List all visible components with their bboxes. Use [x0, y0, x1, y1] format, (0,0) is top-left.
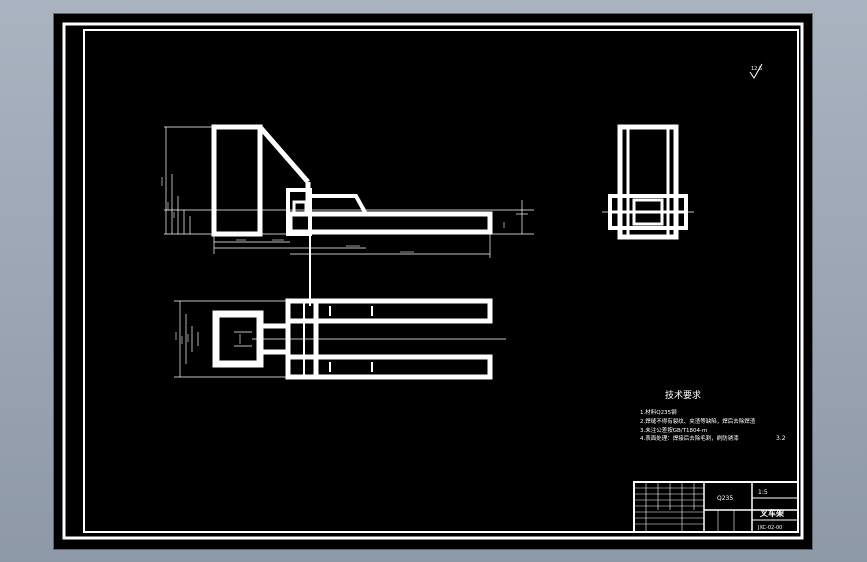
tech-req-item-2: 2.焊缝不得有裂纹、夹渣等缺陷，焊后去除焊渣 [640, 417, 756, 425]
title-block-drawing-number: JXC-02-00 [757, 525, 782, 531]
title-block-material: Q235 [717, 495, 733, 502]
tech-req-item-1: 1.材料Q235钢 [640, 408, 677, 416]
drawing-viewport[interactable]: 12.5 技术要求 1.材料Q235钢 2.焊缝不得有裂纹、夹渣等缺陷，焊后去除… [54, 14, 812, 549]
tech-req-roughness: 3.2 [776, 435, 786, 442]
roughness-symbol [749, 63, 763, 79]
side-view [602, 124, 694, 240]
top-view [174, 298, 506, 380]
title-block-part-name: 叉车架 [759, 508, 784, 518]
tech-requirements-title: 技术要求 [665, 389, 701, 401]
tech-req-item-3: 3.未注公差按GB/T1804-m [640, 426, 707, 434]
front-view [161, 124, 534, 306]
inner-border [83, 29, 799, 533]
tech-req-item-4: 4.表面处理：焊接后去除毛刺，刷防锈漆 [640, 434, 739, 442]
roughness-value: 12.5 [751, 66, 762, 72]
cad-drawing: 12.5 技术要求 1.材料Q235钢 2.焊缝不得有裂纹、夹渣等缺陷，焊后去除… [62, 22, 804, 540]
outer-border [62, 22, 804, 540]
title-block-scale: 1:5 [758, 489, 768, 496]
title-block [633, 481, 799, 533]
